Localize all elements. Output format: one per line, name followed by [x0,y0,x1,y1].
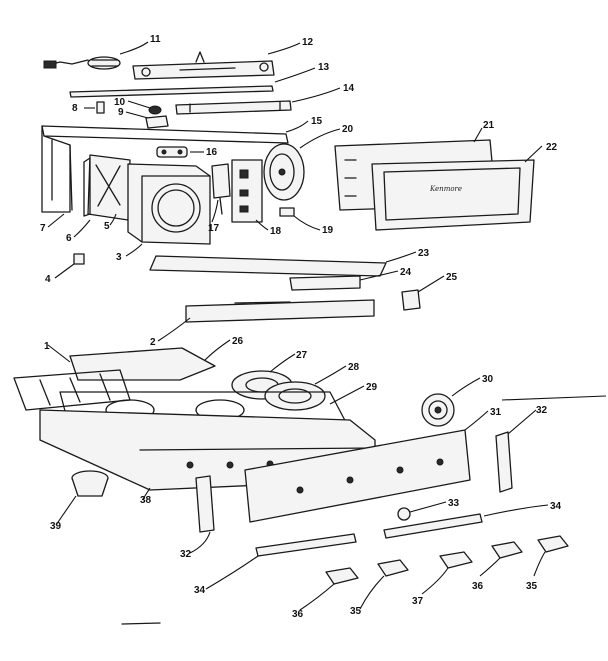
brand-script-label: Kenmore [429,185,462,193]
part-19-clip [279,207,295,217]
callout-17: 17 [208,223,220,234]
part-10-clip [148,105,162,115]
part-32-end-cap-left [195,475,215,533]
callout-33: 33 [448,498,460,509]
callout-8: 8 [72,103,78,114]
part-37-foot [439,551,473,569]
callout-25: 25 [446,272,458,283]
callout-9: 9 [118,107,124,118]
callout-10: 10 [114,97,126,108]
callout-3: 3 [116,252,122,263]
part-4-nut [73,253,85,265]
part-36-foot-left [325,567,359,585]
part-34-trim-left [255,533,357,557]
callout-13: 13 [318,62,330,73]
callout-32-right: 32 [536,405,548,416]
callout-28: 28 [348,362,360,373]
part-18-timer-module [231,159,263,223]
stray-mark [121,622,161,625]
callout-26: 26 [232,336,244,347]
callout-12: 12 [302,37,314,48]
part-3-oven-box [127,163,211,245]
part-2-strip [185,299,375,323]
callout-34-left: 34 [194,585,206,596]
callout-19: 19 [322,225,334,236]
part-36-foot-right [491,541,523,559]
part-8-knob [96,101,105,114]
part-25-clip [401,289,421,311]
callout-numbers: 11 12 13 14 8 10 9 15 20 21 22 16 7 6 5 … [40,34,562,620]
part-23-rail [149,255,387,277]
callout-5: 5 [104,221,110,232]
part-30-knob [421,393,455,427]
part-35-foot-left [377,559,409,577]
part-39-cup [71,470,109,497]
part-5-clock [83,157,91,217]
callout-36-left: 36 [292,609,304,620]
part-17-switch [211,163,231,215]
part-7-control-panel-frame [41,125,289,213]
part-14-tube [175,100,292,115]
callout-22: 22 [546,142,558,153]
part-35-foot-right [537,535,569,553]
part-11-igniter-cord [43,56,121,70]
callout-34-right: 34 [550,501,562,512]
callout-1: 1 [44,341,50,352]
part-22-door-frame: Kenmore [371,159,535,231]
part-26-cover-plate [69,347,216,381]
part-9-bracket [145,115,169,129]
part-33-nut [397,507,411,521]
callout-21: 21 [483,120,495,131]
part-28-burner [264,381,326,411]
callout-15: 15 [311,116,323,127]
part-31-front-panel [244,429,471,523]
callout-37: 37 [412,596,424,607]
part-20-clock-dial [263,143,305,201]
callout-6: 6 [66,233,72,244]
callout-35-right: 35 [526,581,538,592]
part-13-rod [69,85,274,98]
callout-29: 29 [366,382,378,393]
leader-lines [47,41,607,611]
callout-30: 30 [482,374,494,385]
callout-24: 24 [400,267,412,278]
part-34-trim-right [383,513,483,539]
callout-27: 27 [296,350,308,361]
part-16-valve [156,146,188,158]
part-32-end-cap-right [495,431,513,493]
callout-39: 39 [50,521,62,532]
callout-32-left: 32 [180,549,192,560]
callout-4: 4 [45,274,51,285]
callout-7: 7 [40,223,46,234]
callout-16: 16 [206,147,218,158]
part-6-clock-bezel [87,154,131,221]
callout-11: 11 [150,34,161,45]
callout-31: 31 [490,407,502,418]
callout-20: 20 [342,124,354,135]
part-12-burner-bar-assembly [132,51,275,80]
callout-18: 18 [270,226,282,237]
callout-23: 23 [418,248,430,259]
part-24-bracket [289,275,361,291]
callout-14: 14 [343,83,355,94]
callout-36-right: 36 [472,581,484,592]
callout-2: 2 [150,337,156,348]
callout-38: 38 [140,495,152,506]
callout-35-left: 35 [350,606,362,617]
